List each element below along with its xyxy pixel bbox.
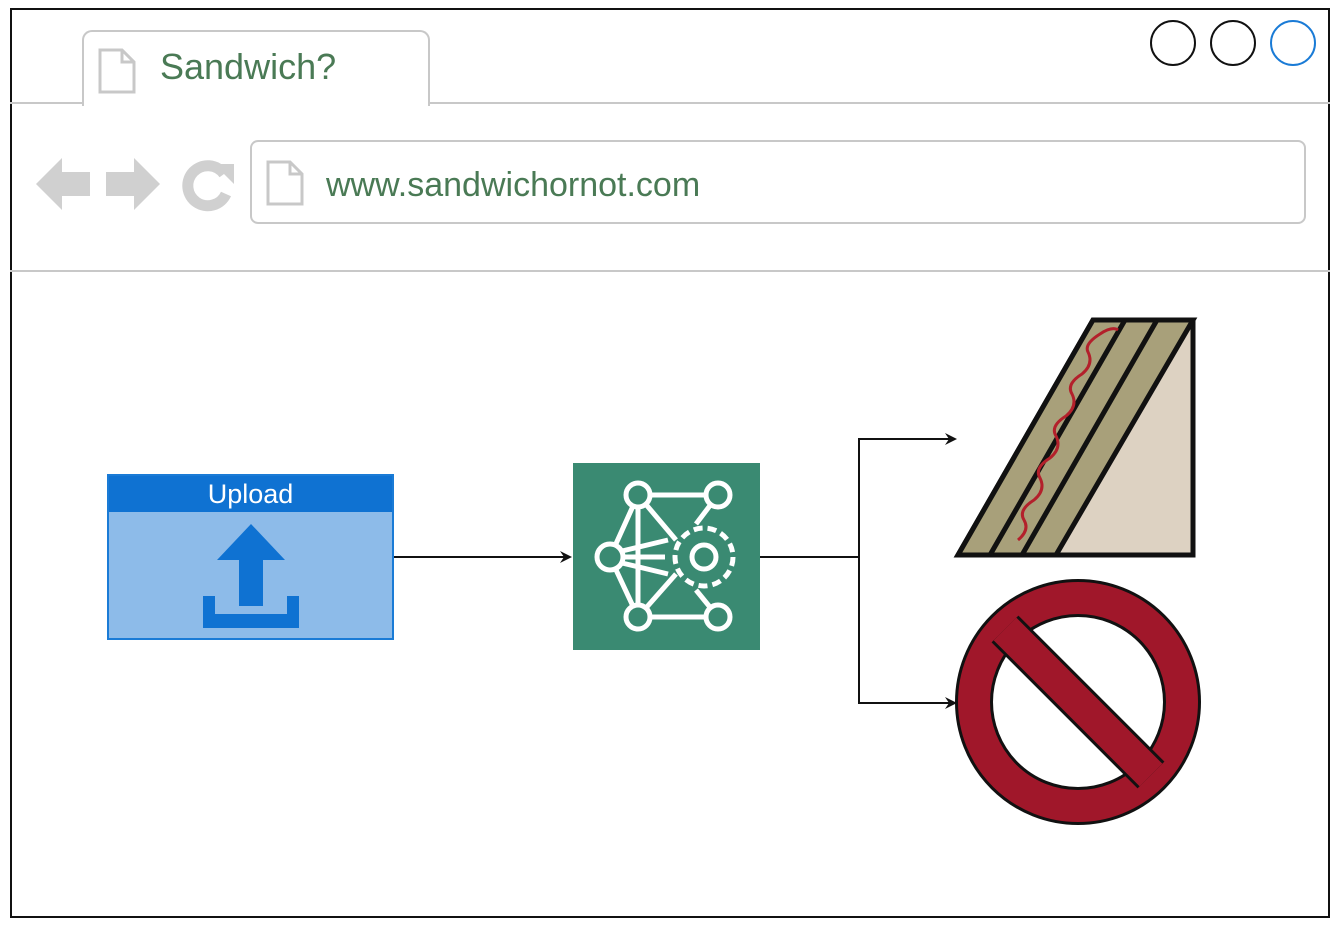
tab-sandwich[interactable]: Sandwich? bbox=[82, 30, 430, 106]
machine-learning-icon bbox=[573, 463, 760, 650]
url-text: www.sandwichornot.com bbox=[326, 166, 701, 204]
ml-to-not-sandwich-arrow bbox=[858, 557, 957, 709]
reload-icon[interactable] bbox=[180, 158, 236, 212]
window-button-2[interactable] bbox=[1210, 20, 1256, 66]
upload-label: Upload bbox=[109, 476, 392, 512]
window-button-3[interactable] bbox=[1270, 20, 1316, 66]
toolbar-divider bbox=[10, 270, 1330, 272]
window-button-1[interactable] bbox=[1150, 20, 1196, 66]
back-arrow-icon[interactable] bbox=[34, 156, 92, 212]
forward-arrow-icon[interactable] bbox=[104, 156, 162, 212]
page-icon bbox=[98, 48, 136, 94]
upload-widget[interactable]: Upload bbox=[107, 474, 394, 640]
prohibited-icon bbox=[955, 579, 1201, 825]
sandwich-icon bbox=[953, 317, 1198, 558]
address-bar[interactable]: www.sandwichornot.com bbox=[250, 140, 1306, 224]
tab-title: Sandwich? bbox=[160, 46, 337, 87]
upload-icon bbox=[203, 524, 299, 628]
page-icon bbox=[266, 160, 304, 206]
ml-to-sandwich-arrow bbox=[760, 433, 957, 558]
tab-bar-divider bbox=[10, 102, 1330, 104]
